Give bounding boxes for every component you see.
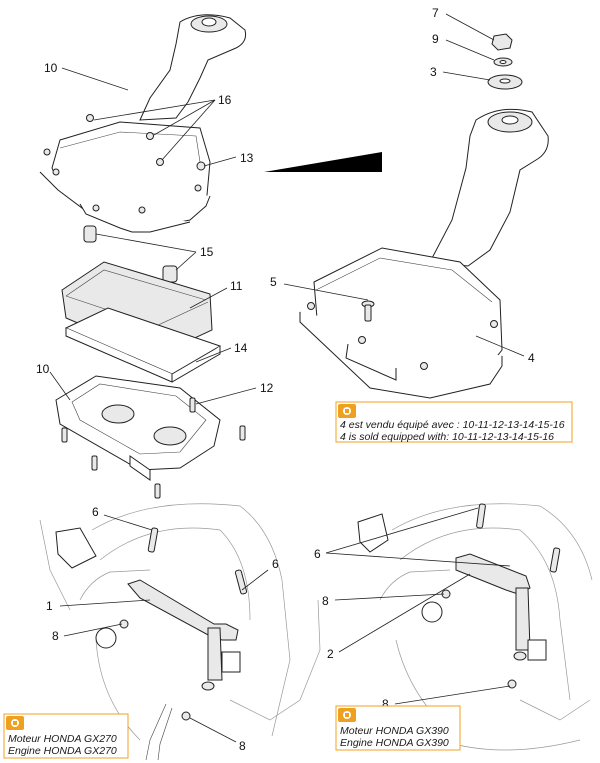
- engine-gx390-view: [357, 503, 593, 751]
- gx390-note-en: Engine HONDA GX390: [340, 737, 449, 749]
- gx390-note-fr: Moteur HONDA GX390: [340, 725, 449, 737]
- wrench-info-icon: [338, 404, 356, 418]
- callout-10-top: 10: [44, 61, 58, 75]
- callout-6-right: 6: [314, 547, 321, 561]
- callout-10-base: 10: [36, 362, 50, 376]
- gx270-note: Moteur HONDA GX270 Engine HONDA GX270: [3, 713, 129, 759]
- gx270-note-en: Engine HONDA GX270: [8, 745, 117, 757]
- callout-8-right-b: 8: [382, 697, 389, 711]
- gx390-note: Moteur HONDA GX390 Engine HONDA GX390: [335, 705, 461, 751]
- callout-7: 7: [432, 6, 439, 20]
- assembly-note: 4 est vendu équipé avec : 10-11-12-13-14…: [335, 401, 573, 443]
- wrench-info-icon: [338, 708, 356, 722]
- callout-1: 1: [46, 599, 53, 613]
- callout-6-left: 6: [92, 505, 99, 519]
- callout-8-right: 8: [322, 594, 329, 608]
- exploded-air-cleaner: [39, 14, 247, 499]
- callout-16: 16: [218, 93, 232, 107]
- callout-11: 11: [230, 279, 243, 293]
- assembly-note-en: 4 is sold equipped with: 10-11-12-13-14-…: [340, 431, 554, 443]
- callout-14: 14: [234, 341, 248, 355]
- wrench-info-icon: [6, 716, 24, 730]
- direction-wedge: [264, 152, 382, 172]
- assembled-air-cleaner: [299, 33, 549, 399]
- callouts: 7 9 3 10 16 13 15 11 5 14 10 12 4 6 6 1 …: [36, 6, 535, 753]
- callout-6-left-b: 6: [272, 557, 279, 571]
- callout-9: 9: [432, 32, 439, 46]
- callout-4: 4: [528, 351, 535, 365]
- engine-gx270-view: [39, 503, 321, 761]
- callout-15: 15: [200, 245, 214, 259]
- callout-5: 5: [270, 275, 277, 289]
- gx270-note-fr: Moteur HONDA GX270: [8, 733, 117, 745]
- callout-2: 2: [327, 647, 334, 661]
- callout-13: 13: [240, 151, 254, 165]
- callout-8-left: 8: [52, 629, 59, 643]
- callout-8-left-b: 8: [239, 739, 246, 753]
- assembly-note-fr: 4 est vendu équipé avec : 10-11-12-13-14…: [340, 419, 565, 431]
- leader-lines: [49, 13, 525, 743]
- callout-3: 3: [430, 65, 437, 79]
- callout-12: 12: [260, 381, 274, 395]
